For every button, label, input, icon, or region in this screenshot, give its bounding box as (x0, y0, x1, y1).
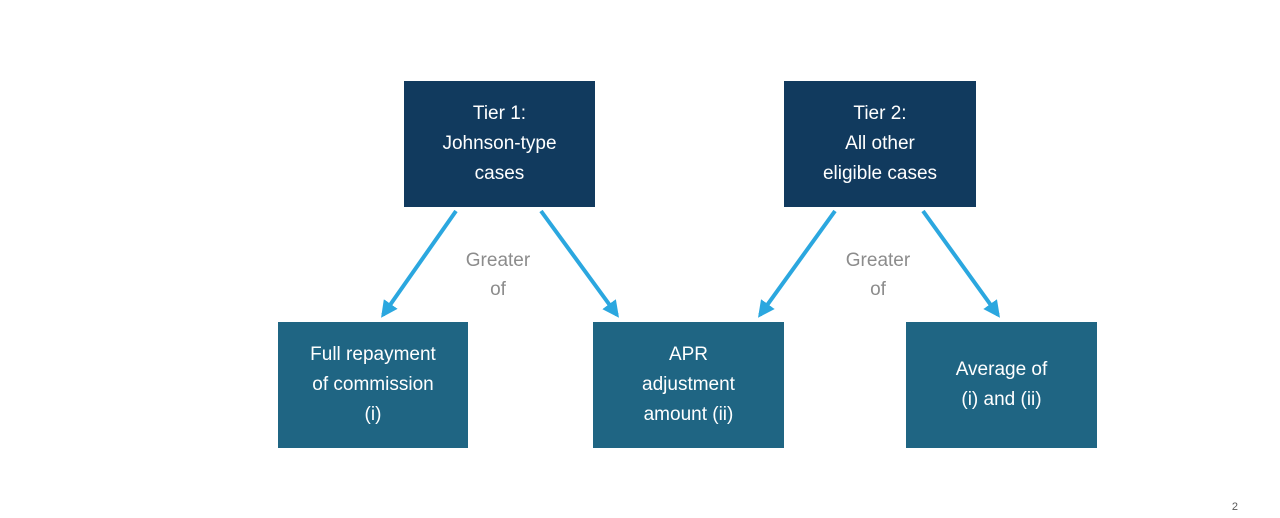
apr-adjustment-amount-box: APR adjustment amount (ii) (593, 322, 784, 448)
page-number: 2 (1231, 501, 1238, 513)
tier1-box: Tier 1: Johnson-type cases (404, 81, 595, 207)
full-repayment-of-commission-box: Full repayment of commission (i) (278, 322, 468, 448)
average-of-i-and-ii-box: Average of (i) and (ii) (906, 322, 1097, 448)
greater-of-label-tier2: Greater of (845, 250, 911, 300)
greater-of-label-tier1: Greater of (465, 250, 531, 300)
tier2-box: Tier 2: All other eligible cases (784, 81, 976, 207)
